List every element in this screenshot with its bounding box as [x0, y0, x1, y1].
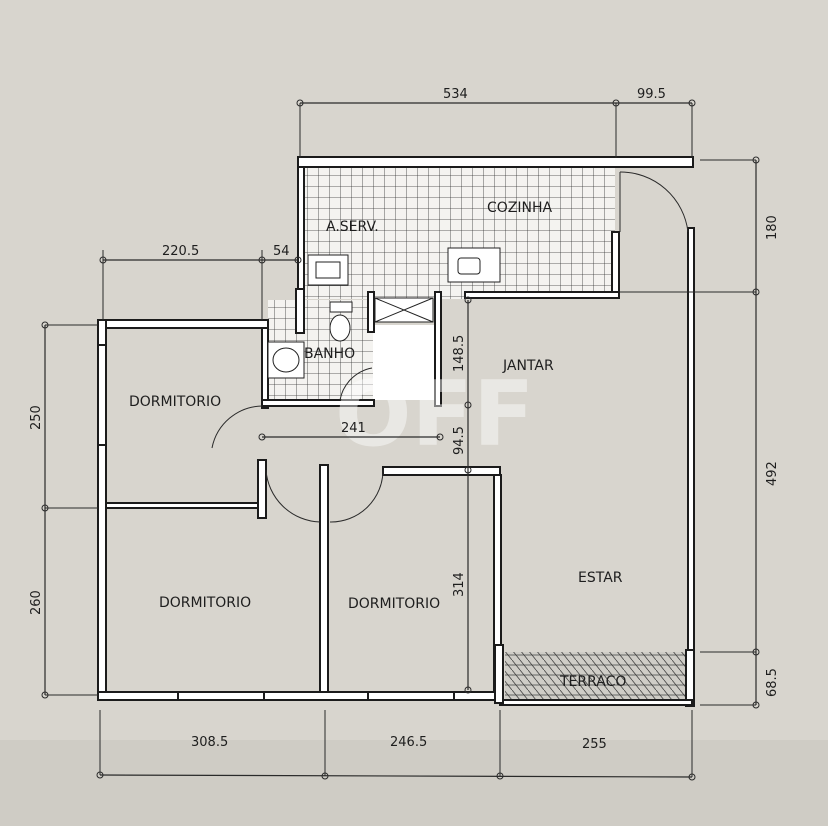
kitchen-sink-icon [447, 247, 501, 283]
dimension-bath-width: 241 [341, 421, 366, 436]
toilet-icon [329, 314, 351, 342]
bedroom-3-door-swing [329, 469, 384, 523]
kitchen-tile-floor-edge [303, 293, 465, 299]
dimension-top-1: 534 [443, 87, 468, 102]
dimension-lines [41, 99, 760, 781]
terrace-floor [505, 652, 688, 702]
room-label-terraco: TERRACO [559, 674, 626, 690]
dimension-bottom-1: 308.5 [191, 735, 228, 750]
dimension-right-2: 492 [765, 461, 780, 486]
dimension-left-top-1: 220.5 [162, 244, 199, 259]
room-label-dormitorio-1: DORMITORIO [129, 394, 221, 410]
dimension-left-1: 250 [29, 405, 44, 430]
room-label-dormitorio-2: DORMITORIO [159, 595, 251, 611]
dimension-bottom-2: 246.5 [390, 735, 427, 750]
dimension-top-2: 99.5 [637, 87, 666, 102]
room-label-cozinha: COZINHA [487, 200, 553, 216]
shower-area [373, 325, 435, 400]
dimension-right-3: 68.5 [765, 668, 780, 697]
bedroom-1-door-swing [211, 405, 263, 449]
bedroom-2-door-swing [265, 469, 321, 523]
walls [97, 156, 695, 707]
watermark-logo: OFF [335, 362, 534, 467]
doors [211, 171, 689, 523]
room-label-dormitorio-3: DORMITORIO [348, 596, 440, 612]
dimension-inner-1: 148.5 [452, 335, 467, 372]
room-label-jantar: JANTAR [502, 358, 554, 374]
dimension-bottom-3: 255 [582, 737, 607, 752]
dimension-left-top-2: 54 [273, 244, 290, 259]
dimension-inner-3: 314 [452, 572, 467, 597]
entry-door-swing [619, 171, 689, 233]
room-label-estar: ESTAR [578, 570, 623, 586]
bathroom-door-swing [339, 367, 373, 401]
room-label-banho: BANHO [304, 346, 355, 362]
paper-shadow [0, 740, 828, 826]
room-label-area-servico: A.SERV. [326, 219, 379, 235]
dimension-left-2: 260 [29, 590, 44, 615]
dimension-inner-2: 94.5 [452, 426, 467, 455]
dimension-right-1: 180 [765, 215, 780, 240]
laundry-sink-icon [307, 254, 349, 286]
fixtures [267, 247, 501, 379]
